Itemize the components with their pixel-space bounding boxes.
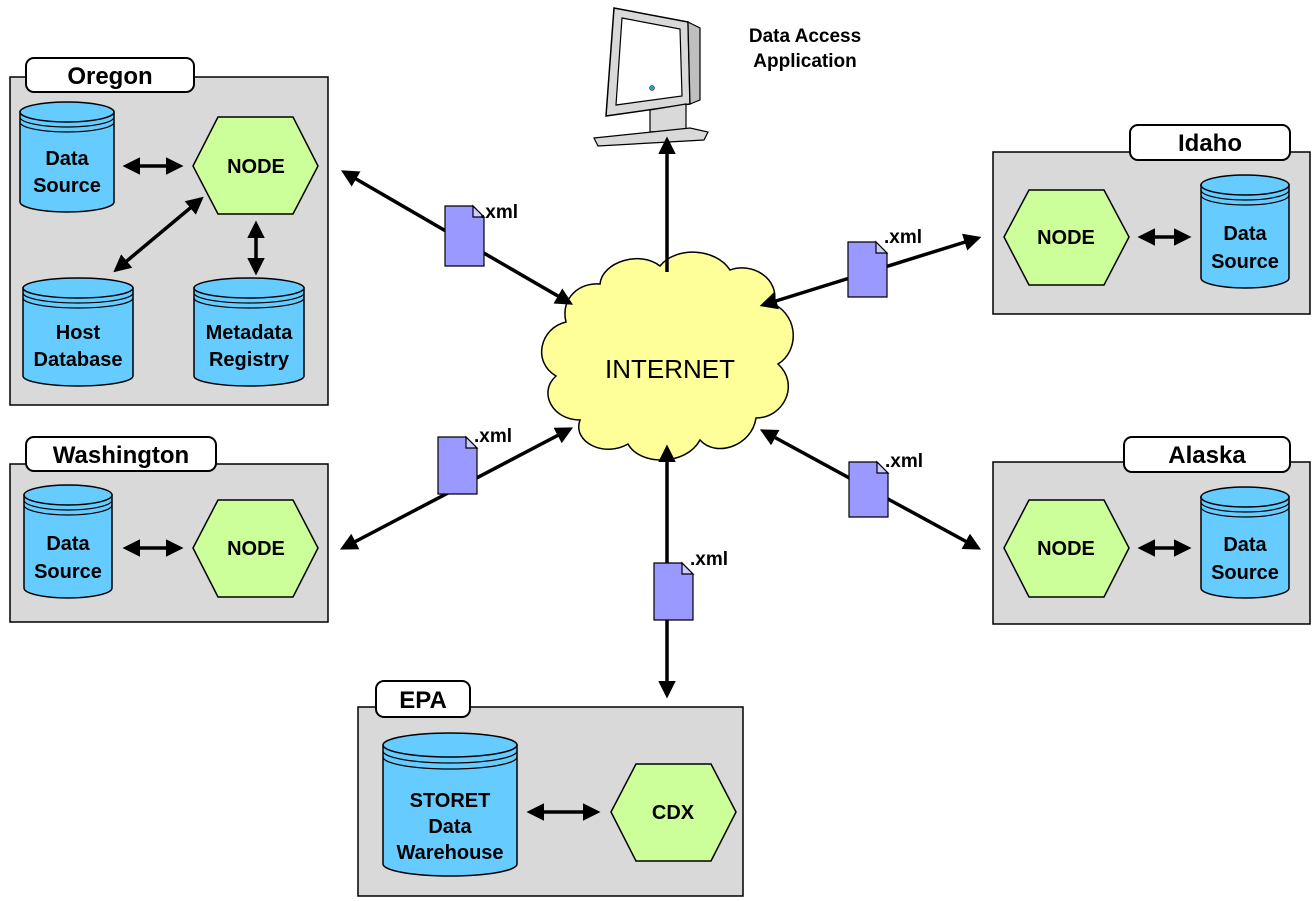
alaska-node-label: NODE <box>1037 538 1095 560</box>
epa-tab <box>375 680 471 718</box>
alaska-title: Alaska <box>1168 442 1246 469</box>
idaho-title: Idaho <box>1178 130 1242 157</box>
washington-data-source-label-2: Source <box>34 561 102 583</box>
alaska-xml-label: .xml <box>885 451 923 472</box>
washington-node-label: NODE <box>227 538 285 560</box>
epa-warehouse-label-3: Warehouse <box>396 842 503 864</box>
epa-group: EPA STORET Data Warehouse CDX <box>357 680 744 897</box>
idaho-group: Idaho NODE Data Source <box>992 124 1311 315</box>
internet-label: INTERNET <box>605 354 735 384</box>
alaska-data-source-db: Data Source <box>1200 486 1290 599</box>
idaho-data-source-db: Data Source <box>1200 174 1290 289</box>
idaho-node-label: NODE <box>1037 227 1095 249</box>
oregon-xml-label: .xml <box>480 202 518 223</box>
epa-xml-document-icon <box>653 561 695 621</box>
idaho-xml-label: .xml <box>884 227 922 248</box>
epa-warehouse-label-1: STORET <box>410 790 491 812</box>
idaho-data-source-label-2: Source <box>1211 251 1279 273</box>
oregon-host-database-db: Host Database <box>22 277 134 387</box>
oregon-host-db-label-2: Database <box>34 349 123 371</box>
oregon-data-source-db: Data Source <box>19 101 115 213</box>
oregon-xml-document-icon <box>444 204 486 267</box>
alaska-xml-document-icon <box>848 460 890 518</box>
oregon-host-db-label-1: Host <box>56 322 101 344</box>
washington-title: Washington <box>53 442 189 469</box>
idaho-node-hex: NODE <box>1003 189 1130 286</box>
epa-cdx-hex: CDX <box>610 763 737 862</box>
alaska-node-hex: NODE <box>1003 499 1130 598</box>
oregon-group: Oregon Data Source NODE Host Database <box>9 57 329 406</box>
data-access-label-1: Data Access <box>749 26 861 47</box>
oregon-data-source-label-2: Source <box>33 175 101 197</box>
oregon-node-host-arrow <box>113 196 204 273</box>
alaska-group: Alaska NODE Data Source <box>992 436 1311 625</box>
oregon-title: Oregon <box>67 63 152 90</box>
oregon-metadata-label-1: Metadata <box>206 322 294 344</box>
alaska-data-source-label-1: Data <box>1223 534 1267 556</box>
idaho-tab <box>1129 124 1291 161</box>
washington-tab <box>25 436 217 472</box>
data-access-label-2: Application <box>753 51 856 72</box>
epa-xml-label: .xml <box>690 549 728 570</box>
alaska-data-source-label-2: Source <box>1211 562 1279 584</box>
idaho-xml-document-icon <box>847 240 889 298</box>
washington-data-source-label-1: Data <box>46 533 90 555</box>
epa-warehouse-label-2: Data <box>428 816 472 838</box>
washington-xml-label: .xml <box>474 426 512 447</box>
oregon-node-label: NODE <box>227 156 285 178</box>
idaho-data-source-label-1: Data <box>1223 223 1267 245</box>
washington-xml-document-icon <box>437 435 479 495</box>
washington-data-source-db: Data Source <box>23 484 113 599</box>
oregon-data-source-label-1: Data <box>45 148 89 170</box>
oregon-metadata-registry-db: Metadata Registry <box>193 277 305 387</box>
alaska-tab <box>1123 436 1291 473</box>
oregon-tab <box>25 57 195 93</box>
washington-node-hex: NODE <box>192 499 319 598</box>
oregon-node-hex: NODE <box>192 116 319 215</box>
internet-cloud: INTERNET <box>540 251 794 461</box>
epa-title: EPA <box>399 687 447 714</box>
epa-storet-warehouse-db: STORET Data Warehouse <box>382 732 518 877</box>
computer-monitor-icon <box>593 7 709 147</box>
oregon-metadata-label-2: Registry <box>209 349 290 371</box>
epa-cdx-label: CDX <box>652 802 695 824</box>
washington-group: Washington Data Source NODE <box>9 436 329 623</box>
